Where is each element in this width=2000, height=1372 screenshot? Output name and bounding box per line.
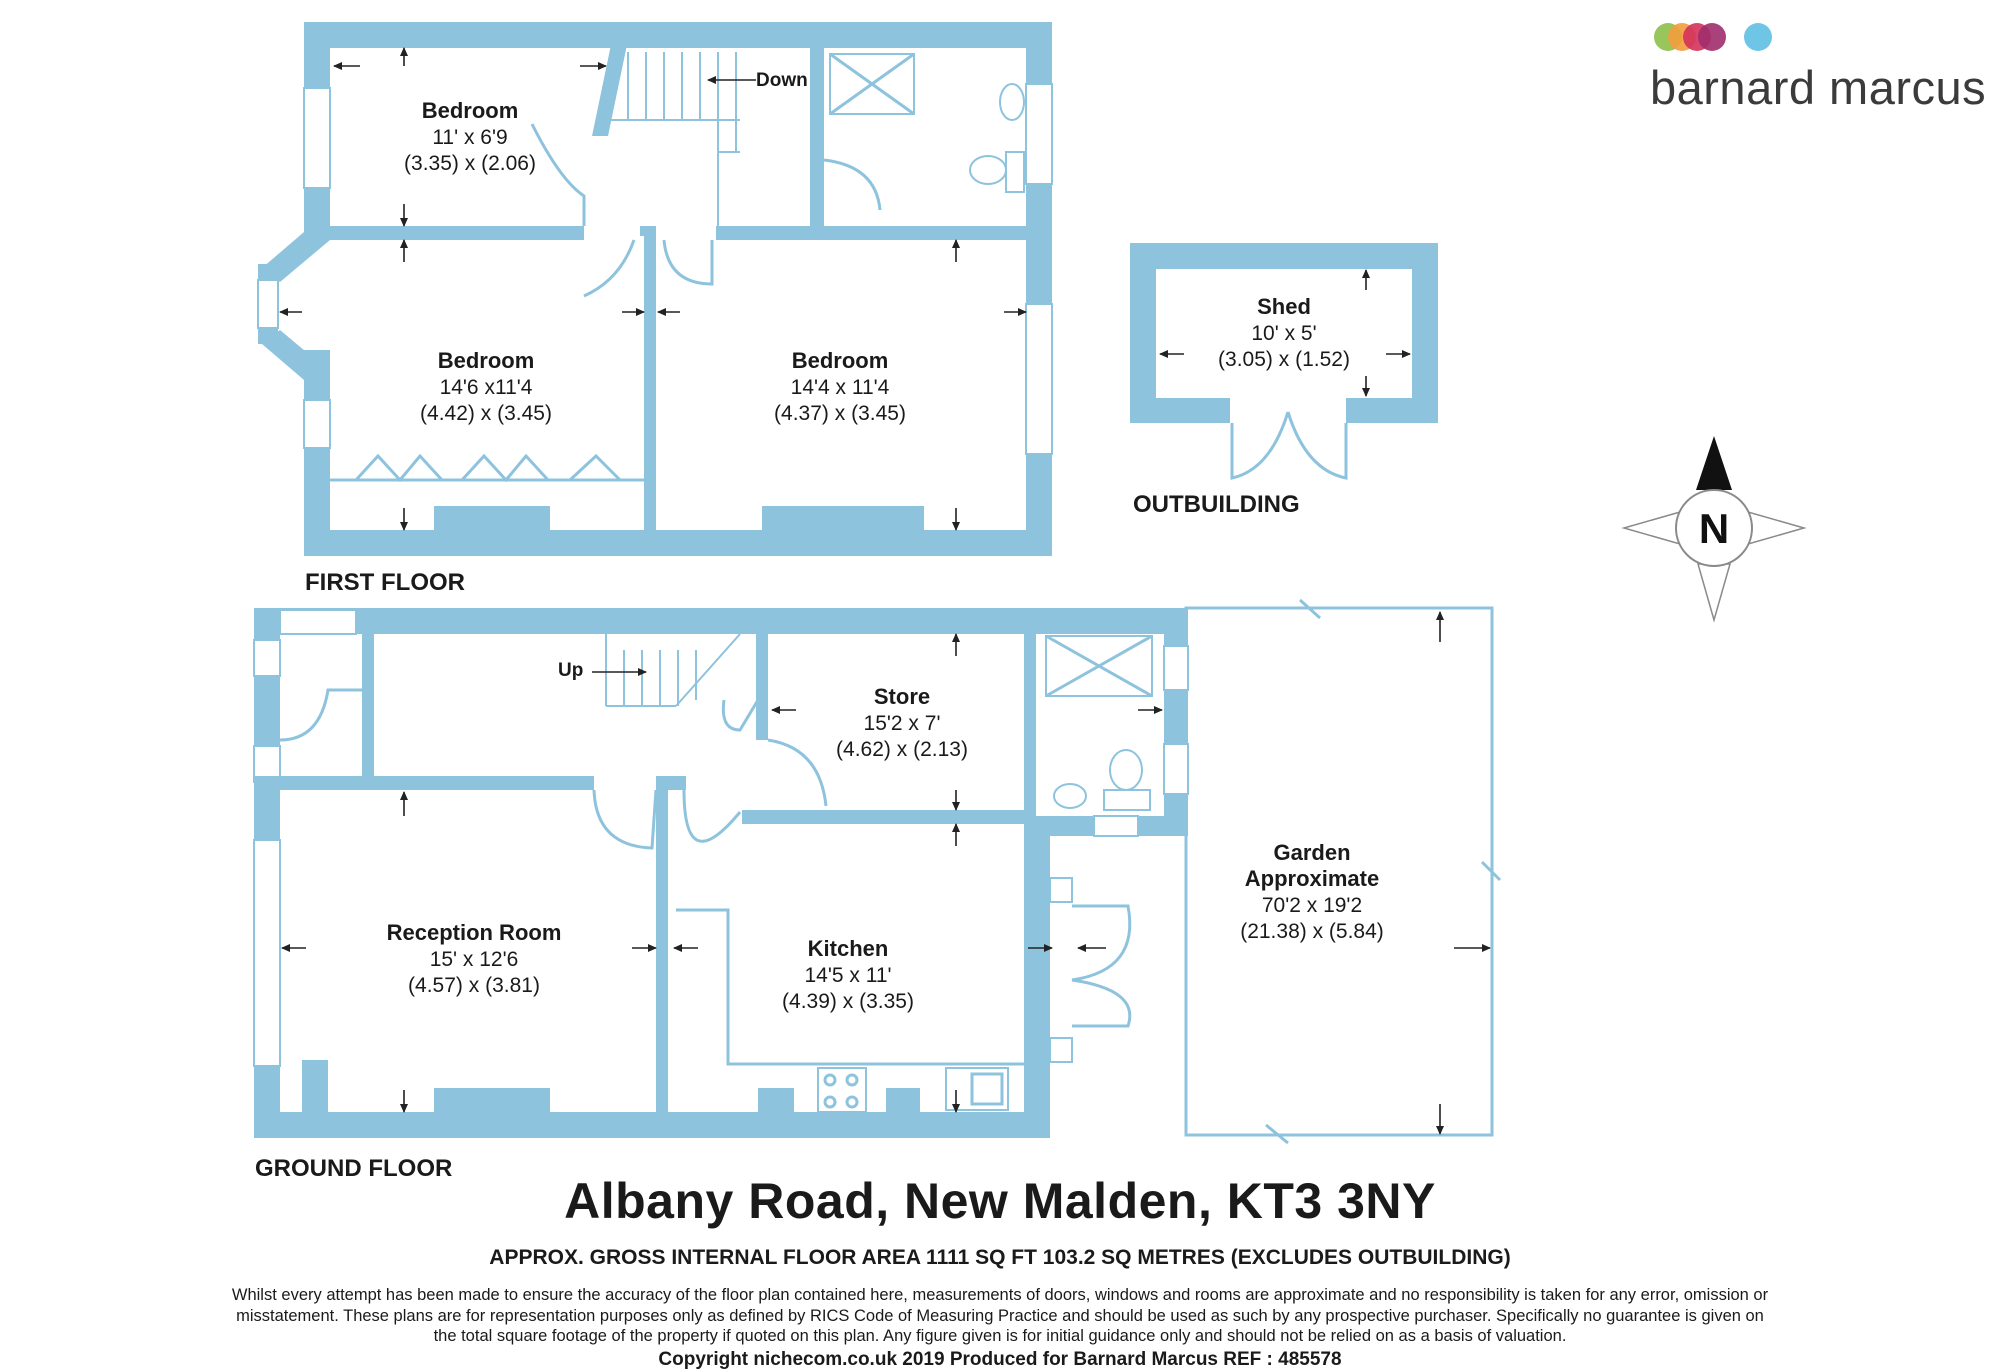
- room-name-kitchen: Kitchen: [808, 936, 889, 961]
- compass-north-label: N: [1699, 505, 1729, 552]
- room-name-reception: Reception Room: [387, 920, 562, 945]
- first-floor: Bedroom 11' x 6'9 (3.35) x (2.06) Bedroo…: [257, 22, 1053, 596]
- outbuilding: Shed 10' x 5' (3.05) x (1.52) OUTBUILDIN…: [1130, 243, 1438, 518]
- stairs-up-label: Up: [558, 660, 583, 681]
- copyright-text: Copyright nichecom.co.uk 2019 Produced f…: [658, 1349, 1342, 1370]
- disclaimer-text: Whilst every attempt has been made to en…: [231, 1286, 1769, 1345]
- stairs-down-label: Down: [756, 70, 808, 91]
- floor-area-summary: APPROX. GROSS INTERNAL FLOOR AREA 1111 S…: [489, 1246, 1511, 1269]
- brand-logo-icon: [1654, 23, 1772, 51]
- first-floor-label: FIRST FLOOR: [305, 569, 465, 596]
- room-name-shed: Shed: [1257, 294, 1311, 319]
- room-size-metric-shed: (3.05) x (1.52): [1218, 348, 1350, 371]
- compass-icon: N: [1621, 436, 1807, 623]
- brand-name: barnard marcus: [1650, 61, 1987, 114]
- room-size-metric-store: (4.62) x (2.13): [836, 738, 968, 761]
- ground-floor: Up Store 15'2 x 7' (4.62) x (2.13) Recep…: [253, 598, 1502, 1182]
- room-name-garden: Garden: [1273, 840, 1350, 865]
- room-size-imperial-bedroom-1: 11' x 6'9: [432, 126, 507, 149]
- room-size-metric-bedroom-1: (3.35) x (2.06): [404, 152, 536, 175]
- room-size-imperial-garden: 70'2 x 19'2: [1262, 894, 1362, 917]
- ground-floor-label: GROUND FLOOR: [255, 1155, 452, 1182]
- room-size-metric-bedroom-3: (4.37) x (3.45): [774, 402, 906, 425]
- room-size-imperial-bedroom-3: 14'4 x 11'4: [791, 376, 890, 399]
- room-name-bedroom-2: Bedroom: [438, 348, 535, 373]
- room-size-imperial-store: 15'2 x 7': [864, 712, 941, 735]
- room-name-bedroom-3: Bedroom: [792, 348, 889, 373]
- room-size-metric-garden: (21.38) x (5.84): [1240, 920, 1384, 943]
- room-name-store: Store: [874, 684, 930, 709]
- room-size-imperial-bedroom-2: 14'6 x11'4: [440, 376, 533, 399]
- room-size-metric-reception: (4.57) x (3.81): [408, 974, 540, 997]
- room-size-metric-kitchen: (4.39) x (3.35): [782, 990, 914, 1013]
- room-size-imperial-shed: 10' x 5': [1251, 322, 1316, 345]
- outbuilding-label: OUTBUILDING: [1133, 491, 1300, 518]
- room-size-metric-bedroom-2: (4.42) x (3.45): [420, 402, 552, 425]
- room-size-imperial-reception: 15' x 12'6: [430, 948, 519, 971]
- room-name-bedroom-1: Bedroom: [422, 98, 519, 123]
- room-name-garden-approximate: Approximate: [1245, 866, 1379, 891]
- room-size-imperial-kitchen: 14'5 x 11': [804, 964, 891, 987]
- property-title: Albany Road, New Malden, KT3 3NY: [564, 1173, 1436, 1229]
